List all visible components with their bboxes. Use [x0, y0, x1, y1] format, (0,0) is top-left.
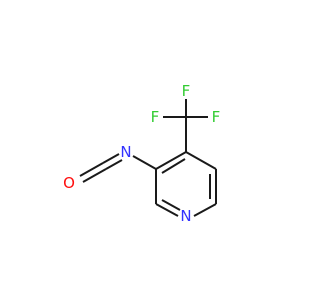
bond-n1-c2: [155, 203, 179, 217]
structure-canvas: F F F N O N: [63, 82, 221, 225]
atom-f-left: F: [151, 108, 160, 126]
bond-c6-n1: [193, 203, 217, 217]
bond-c4-c5: [185, 151, 217, 170]
atom-o-isocyanate: O: [63, 174, 75, 192]
bond-n-c-double-b: [105, 159, 123, 170]
bond-n-c-double-a: [102, 153, 120, 164]
bond-c3-c4: [155, 151, 187, 170]
bond-c3-n-isocyanate: [132, 155, 157, 170]
bond-c-o-double-b: [82, 168, 107, 183]
molecule-structure: F F F N O N: [63, 82, 221, 225]
atom-f-top: F: [182, 82, 191, 100]
atom-n-isocyanate: N: [120, 143, 131, 161]
atom-f-right: F: [212, 108, 221, 126]
bond-c3-c4-inner: [161, 158, 186, 174]
atom-n-ring: N: [180, 207, 191, 225]
bond-c-o-double-a: [79, 162, 104, 177]
bond-n1-c2-inner: [161, 199, 181, 211]
